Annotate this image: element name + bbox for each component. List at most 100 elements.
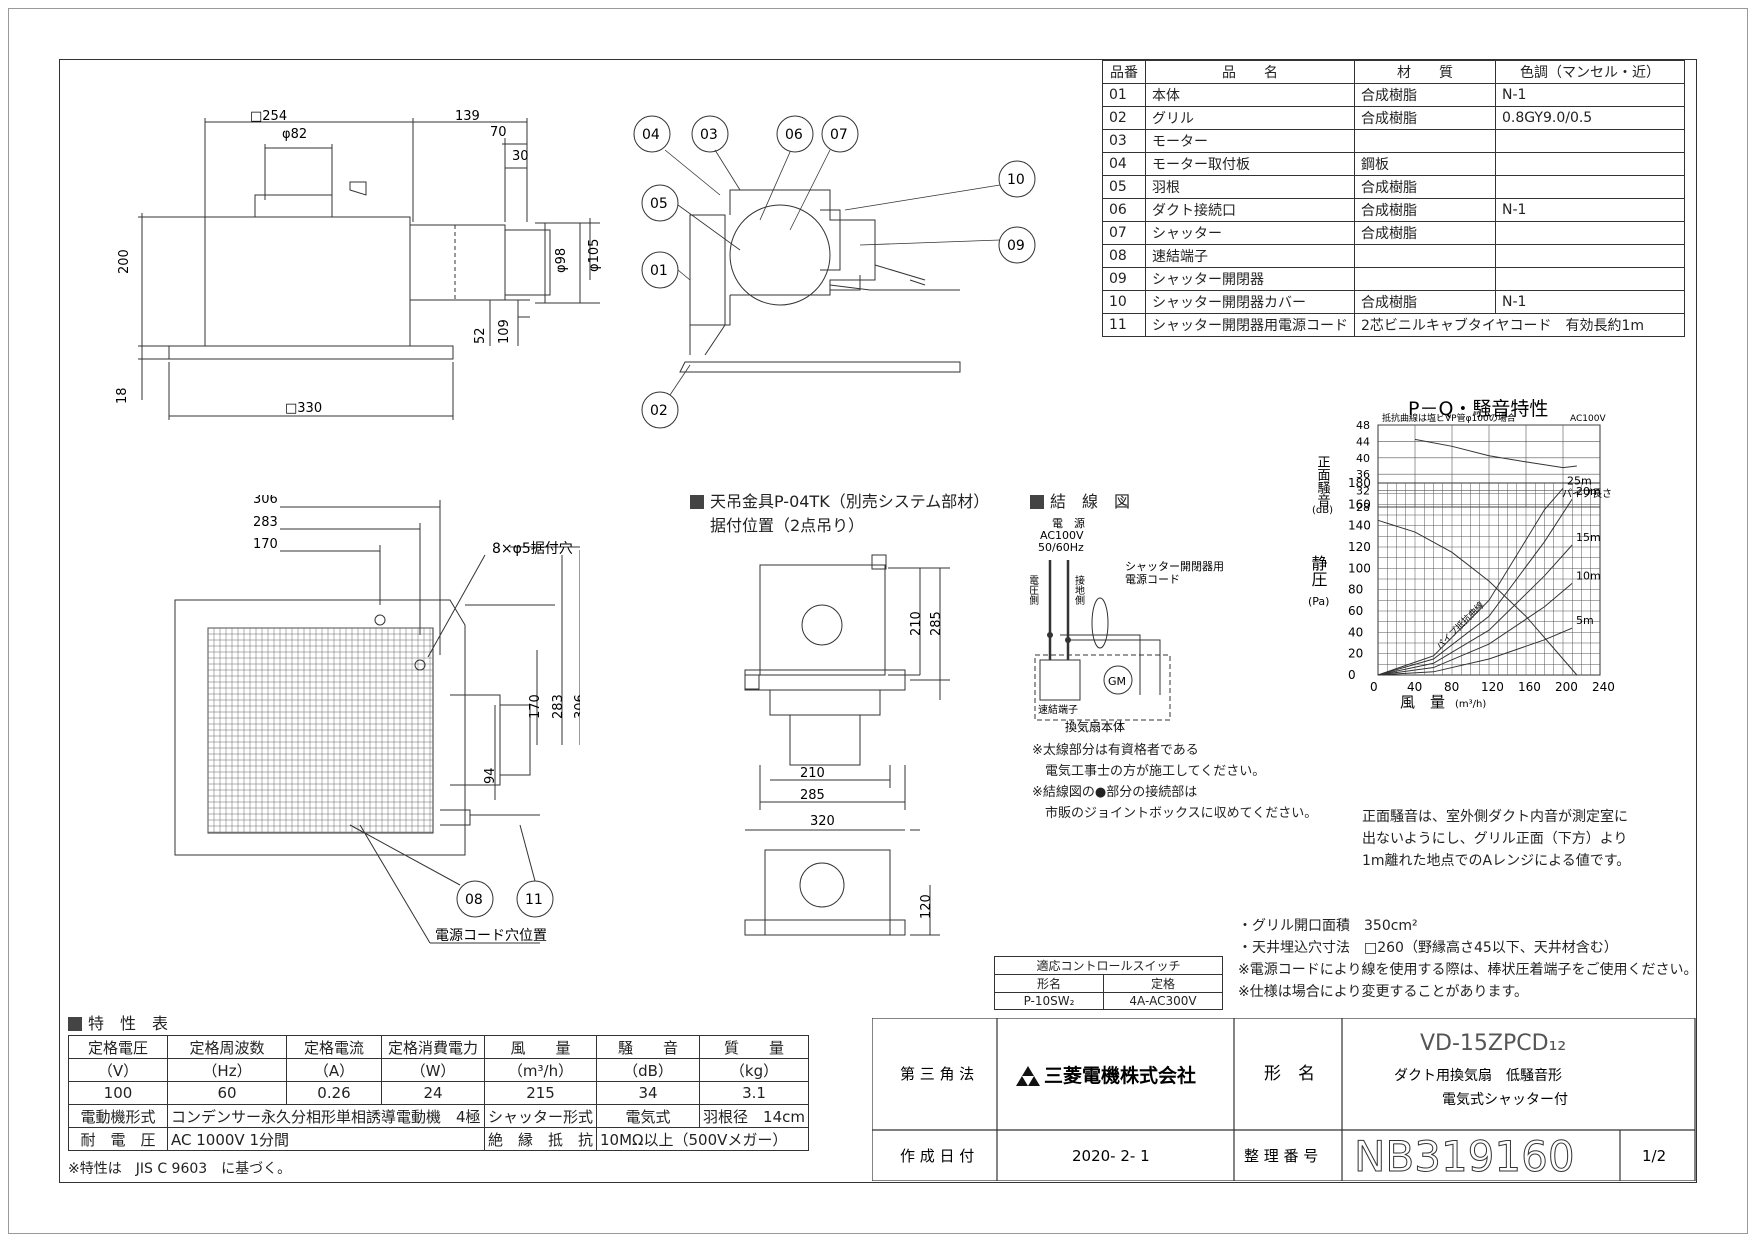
spec-header: 定格周波数	[167, 1035, 287, 1059]
y-tick-label: 60	[1348, 604, 1363, 618]
y-tick-label: 36	[1356, 468, 1370, 481]
y-tick-label: 0	[1348, 668, 1356, 682]
part-color	[1495, 129, 1685, 153]
part-color: 0.8GY9.0/0.5	[1495, 106, 1685, 130]
motor-label: 電動機形式	[68, 1104, 168, 1128]
part-color: N-1	[1495, 290, 1685, 314]
part-material: 鋼板	[1354, 152, 1496, 176]
spec-value: 3.1	[699, 1081, 809, 1105]
bottom-view-drawing: 306 283 170 170 283 306 94 8×φ5据付穴（薄肉） 0…	[174, 495, 580, 944]
part-material: 合成樹脂	[1354, 175, 1496, 199]
shutter-value: 電気式	[596, 1104, 700, 1128]
dim-label: □330	[285, 401, 322, 416]
dim-label: 18	[115, 387, 130, 404]
callout-label: 02	[650, 403, 668, 419]
dim-label: 70	[490, 125, 507, 140]
pipe-length-series-label: 5m	[1576, 614, 1594, 627]
part-name: シャッター開閉器	[1145, 267, 1355, 291]
dim-label: φ105	[587, 239, 602, 272]
blade-cell: 羽根径 14cm	[699, 1104, 809, 1128]
dim-label: 285	[800, 788, 825, 803]
spec-note: ・天井埋込穴寸法 □260（野縁高さ45以下、天井材含む）	[1238, 940, 1618, 956]
part-name: モーター	[1145, 129, 1355, 153]
side-view-drawing: □254 139 φ82 70 30 200 φ98 φ105 52 109 1…	[115, 109, 602, 420]
wiring-note: ※太線部分は有資格者である	[1032, 743, 1199, 758]
spec-header: 質 量	[699, 1035, 809, 1059]
y-tick-label: 120	[1348, 540, 1371, 554]
spec-value: 0.26	[286, 1081, 382, 1105]
spec-unit: （A）	[286, 1058, 382, 1082]
spec-note: ※仕様は場合により変更することがあります。	[1238, 984, 1529, 1000]
noise-note: 正面騒音は、室外側ダクト内音が測定室に 出ないようにし、グリル正面（下方）より …	[1362, 806, 1630, 872]
x-tick-label: 40	[1407, 680, 1422, 694]
part-material: 合成樹脂	[1354, 106, 1496, 130]
section-marker	[68, 1017, 82, 1031]
pq-series-line	[1377, 582, 1573, 676]
callout-label: 04	[642, 127, 660, 143]
callout-label: 10	[1007, 172, 1025, 188]
x-tick-label: 120	[1481, 680, 1504, 694]
pipe-length-series-label: 10m	[1576, 569, 1601, 582]
part-material	[1354, 129, 1496, 153]
noise-series-line	[1414, 438, 1577, 469]
terminal-label: 速結端子	[1038, 703, 1078, 716]
part-name: シャッター開閉器用電源コード	[1145, 313, 1355, 337]
y-tick-label: 40	[1356, 452, 1370, 465]
power-label: 電 源	[1052, 516, 1085, 530]
wiring-title: 結 線 図	[1030, 488, 1130, 512]
part-no: 08	[1102, 244, 1146, 268]
part-material: 合成樹脂	[1354, 198, 1496, 222]
part-material	[1354, 244, 1496, 268]
blade-label: 羽根径	[703, 1107, 749, 1126]
control-switch-model: P-10SW₂	[994, 992, 1104, 1010]
control-switch-rating: 4A-AC300V	[1103, 992, 1223, 1010]
y-axis-label: 正面騒音	[1315, 455, 1331, 507]
part-name: 羽根	[1145, 175, 1355, 199]
part-material	[1354, 267, 1496, 291]
part-name: グリル	[1145, 106, 1355, 130]
spec-unit: （W）	[381, 1058, 485, 1082]
part-material: 2芯ビニルキャブタイヤコード 有効長約1m	[1354, 313, 1685, 337]
y-tick-label: 160	[1348, 497, 1371, 511]
x-tick-label: 80	[1444, 680, 1459, 694]
spec-value: 34	[596, 1081, 701, 1105]
noise-note-line: 出ないようにし、グリル正面（下方）より	[1362, 831, 1628, 847]
spec-value: 24	[381, 1081, 485, 1105]
spec-value: 60	[167, 1081, 287, 1105]
spec-unit: （dB）	[596, 1058, 701, 1082]
hanger-drawing: 210 285 210 285 320 120	[744, 554, 950, 936]
projection-label: 第 三 角 法	[900, 1065, 974, 1083]
company-name: 三菱電機株式会社	[1044, 1064, 1196, 1087]
part-color	[1495, 244, 1685, 268]
spec-notes: ・グリル開口面積 350cm² ・天井埋込穴寸法 □260（野縁高さ45以下、天…	[1238, 915, 1697, 1003]
date-label: 作 成 日 付	[900, 1147, 974, 1165]
y-axis-unit: (Pa)	[1308, 595, 1329, 608]
dim-label: □254	[250, 109, 287, 124]
motor-label: GM	[1108, 675, 1126, 688]
spec-header: 定格消費電力	[381, 1035, 485, 1059]
drawing-frame	[59, 59, 1697, 1183]
wiring-title-text: 結 線 図	[1050, 492, 1131, 511]
x-axis-label: 風 量	[1400, 693, 1445, 711]
part-no: 07	[1102, 221, 1146, 245]
x-tick-label: 200	[1555, 680, 1578, 694]
part-color	[1495, 267, 1685, 291]
y-tick-label: 20	[1348, 647, 1363, 661]
motor-value: コンデンサー永久分相形単相誘導電動機 4極	[167, 1104, 485, 1128]
spec-table: 定格電圧 定格周波数 定格電流 定格消費電力 風 量 騒 音 質 量 （V）（H…	[68, 1035, 809, 1151]
spec-header: 風 量	[483, 1035, 598, 1059]
x-tick-label: 160	[1518, 680, 1541, 694]
dim-label: 210	[800, 766, 825, 781]
part-no: 11	[1102, 313, 1146, 337]
desc-line: 電気式シャッター付	[1442, 1092, 1568, 1108]
pq-series-line	[1377, 627, 1573, 676]
chart-subtitle: 抵抗曲線は塩ビVP管φ100の場合	[1382, 412, 1516, 424]
dim-label: 210	[909, 611, 924, 636]
part-color	[1495, 175, 1685, 199]
pipe-length-series-label: 20m	[1576, 485, 1601, 498]
